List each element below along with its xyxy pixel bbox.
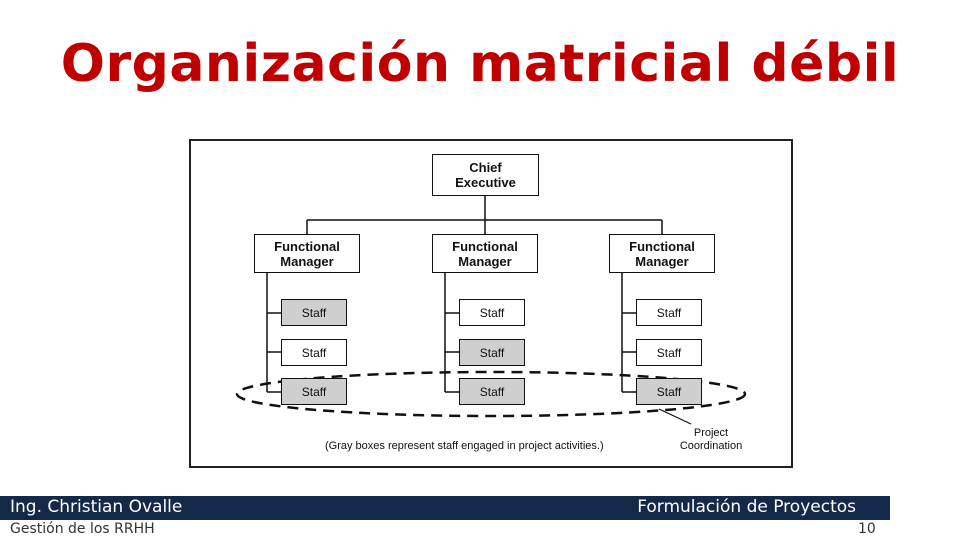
staff-box: Staff [459, 299, 525, 326]
footer-bar [0, 496, 890, 520]
page-number: 10 [858, 521, 876, 537]
footer-topic: Gestión de los RRHH [10, 521, 155, 537]
staff-box: Staff [459, 339, 525, 366]
slide-title: Organización matricial débil [60, 34, 900, 94]
staff-box: Staff [281, 339, 347, 366]
footer-author: Ing. Christian Ovalle [10, 497, 183, 517]
project-coordination-ellipse [235, 370, 747, 418]
staff-box: Staff [636, 378, 702, 405]
staff-box: Staff [459, 378, 525, 405]
staff-box: Staff [281, 378, 347, 405]
diagram-note: (Gray boxes represent staff engaged in p… [325, 440, 604, 452]
staff-box: Staff [636, 299, 702, 326]
staff-box: Staff [636, 339, 702, 366]
staff-box: Staff [281, 299, 347, 326]
footer-course: Formulación de Proyectos [637, 497, 856, 517]
connector-lines [235, 196, 747, 425]
